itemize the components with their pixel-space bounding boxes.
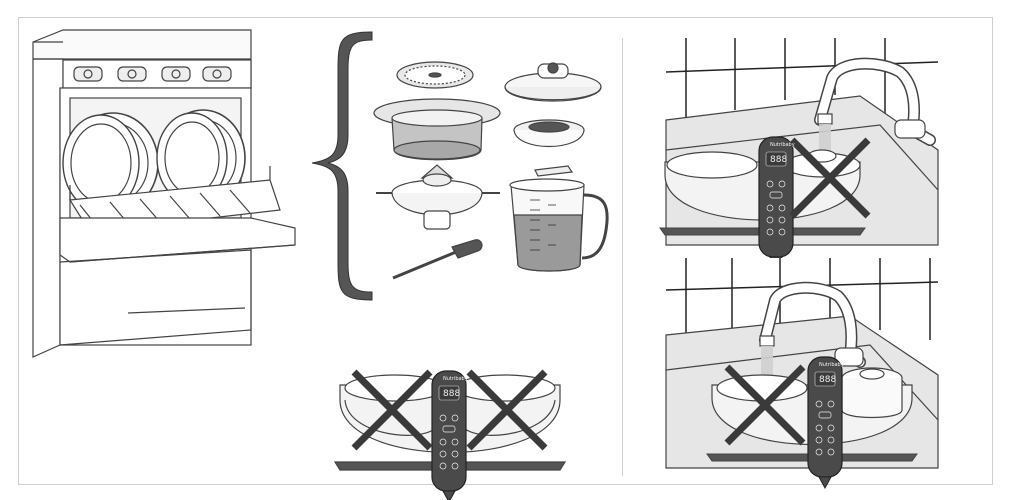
base-no-dishwasher-icon	[333, 371, 567, 500]
accessories-group-icon	[373, 61, 609, 280]
brand-text-1: Nutribaby	[443, 376, 468, 382]
panel-text-group: Nutribaby 888 Nutribaby 888 Nutribaby 88…	[443, 142, 844, 399]
faucet-rinse-no-icon	[659, 38, 939, 269]
display-digits-1: 888	[443, 389, 460, 399]
panel-divider	[622, 38, 623, 476]
dishwasher-icon	[32, 29, 296, 358]
brand-text-2: Nutribaby	[770, 142, 795, 148]
faucet-rinse-no-2-icon	[665, 258, 939, 489]
display-digits-2: 888	[770, 155, 787, 165]
brand-text-3: Nutribaby	[819, 362, 844, 368]
brace-icon	[311, 31, 373, 301]
display-digits-3: 888	[819, 375, 836, 385]
